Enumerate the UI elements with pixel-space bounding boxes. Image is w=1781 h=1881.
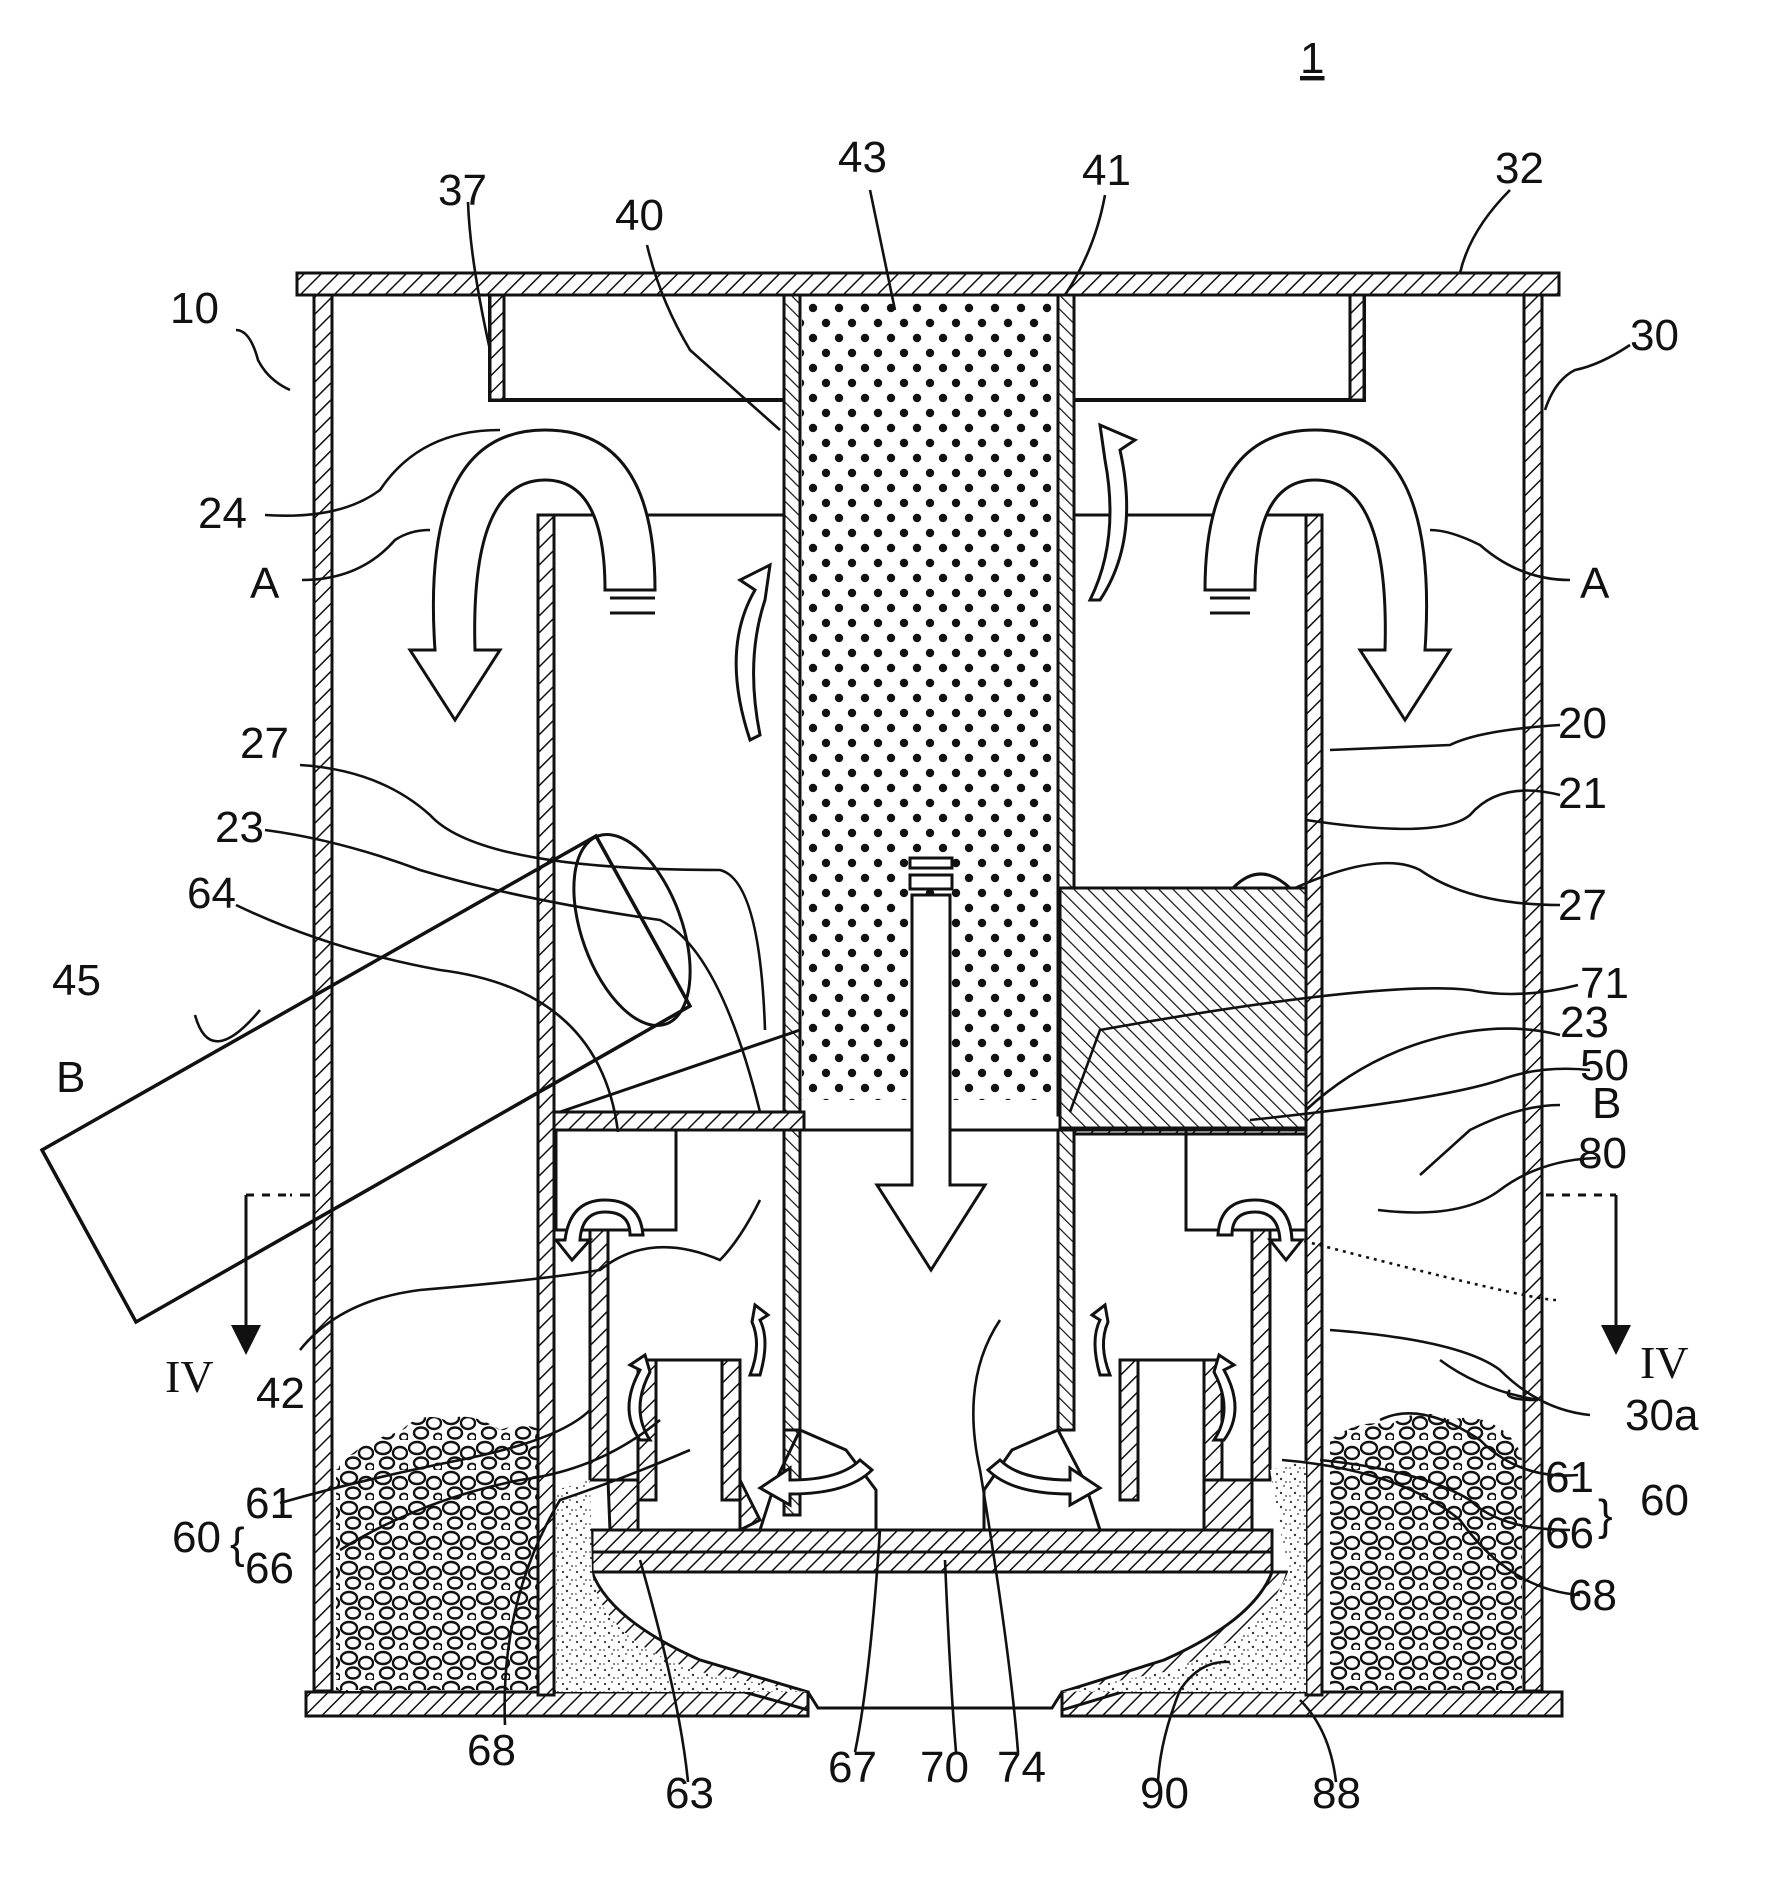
label-64: 64 xyxy=(187,869,236,918)
cyclone-wall-left xyxy=(538,515,554,1695)
plate-63 xyxy=(592,1530,1272,1552)
label-66-right: 66 xyxy=(1545,1509,1594,1558)
cyclone-wall-right xyxy=(1306,515,1322,1695)
label-30: 30 xyxy=(1630,311,1679,360)
label-23-left: 23 xyxy=(215,803,264,852)
partition-23 xyxy=(554,1112,804,1130)
label-61-left: 61 xyxy=(245,1479,294,1528)
label-43: 43 xyxy=(838,133,887,182)
label-42: 42 xyxy=(256,1369,305,1418)
label-80: 80 xyxy=(1578,1129,1627,1178)
brace-left: { xyxy=(230,1519,245,1568)
brace-right: } xyxy=(1598,1491,1613,1540)
nozzle-arrow-right xyxy=(988,1460,1100,1505)
label-67: 67 xyxy=(828,1743,877,1792)
label-60-left: 60 xyxy=(172,1513,221,1562)
label-27-left: 27 xyxy=(240,719,289,768)
small-swirl-right-1 xyxy=(1092,1305,1110,1375)
swirl-arrow-left xyxy=(736,565,770,740)
label-70: 70 xyxy=(920,1743,969,1792)
label-37: 37 xyxy=(438,166,487,215)
label-10: 10 xyxy=(170,284,219,333)
bracket-37-right xyxy=(1074,295,1364,400)
disc-70 xyxy=(592,1552,1272,1572)
label-45: 45 xyxy=(52,956,101,1005)
pebble-fill-right xyxy=(1330,1414,1522,1690)
label-71: 71 xyxy=(1580,959,1629,1008)
label-40: 40 xyxy=(615,191,664,240)
figure-number: 1 xyxy=(1300,34,1324,83)
top-cover-32 xyxy=(297,273,1559,295)
pebble-fill-left xyxy=(336,1417,545,1690)
label-68-bottom: 68 xyxy=(467,1726,516,1775)
label-27-right: 27 xyxy=(1558,881,1607,930)
label-63: 63 xyxy=(665,1769,714,1818)
bottom-outlet xyxy=(808,1692,1062,1708)
label-20: 20 xyxy=(1558,699,1607,748)
label-60-right: 60 xyxy=(1640,1476,1689,1525)
label-66-left: 66 xyxy=(245,1544,294,1593)
bracket-37-left xyxy=(490,295,784,400)
label-B-right: B xyxy=(1592,1079,1621,1128)
label-90: 90 xyxy=(1140,1769,1189,1818)
label-A-left: A xyxy=(250,559,280,608)
label-IV-left: IV xyxy=(165,1351,214,1402)
bottom-base-left xyxy=(306,1692,808,1716)
label-61-right: 61 xyxy=(1545,1453,1594,1502)
nozzle-arrow-left xyxy=(760,1460,872,1505)
small-swirl-left-1 xyxy=(750,1305,768,1375)
lower-tube-left xyxy=(784,1130,800,1430)
flow-arrow-A-left xyxy=(410,430,655,720)
label-A-right: A xyxy=(1580,559,1610,608)
label-88: 88 xyxy=(1312,1769,1361,1818)
filter-block-hatched xyxy=(1060,888,1306,1128)
lower-inlet-right xyxy=(1186,1130,1306,1230)
flow-arrow-A-right xyxy=(1205,430,1450,720)
label-74: 74 xyxy=(997,1743,1046,1792)
label-24: 24 xyxy=(198,489,247,538)
label-41: 41 xyxy=(1082,146,1131,195)
inner-wall-61-right xyxy=(1252,1230,1270,1480)
label-30a: 30a xyxy=(1625,1391,1699,1440)
label-B-left: B xyxy=(56,1053,85,1102)
label-21: 21 xyxy=(1558,769,1607,818)
label-32: 32 xyxy=(1495,144,1544,193)
swirl-arrow-right xyxy=(1090,425,1135,600)
label-68-right: 68 xyxy=(1568,1571,1617,1620)
label-IV-right: IV xyxy=(1640,1337,1689,1388)
lower-tube-right xyxy=(1058,1130,1074,1430)
